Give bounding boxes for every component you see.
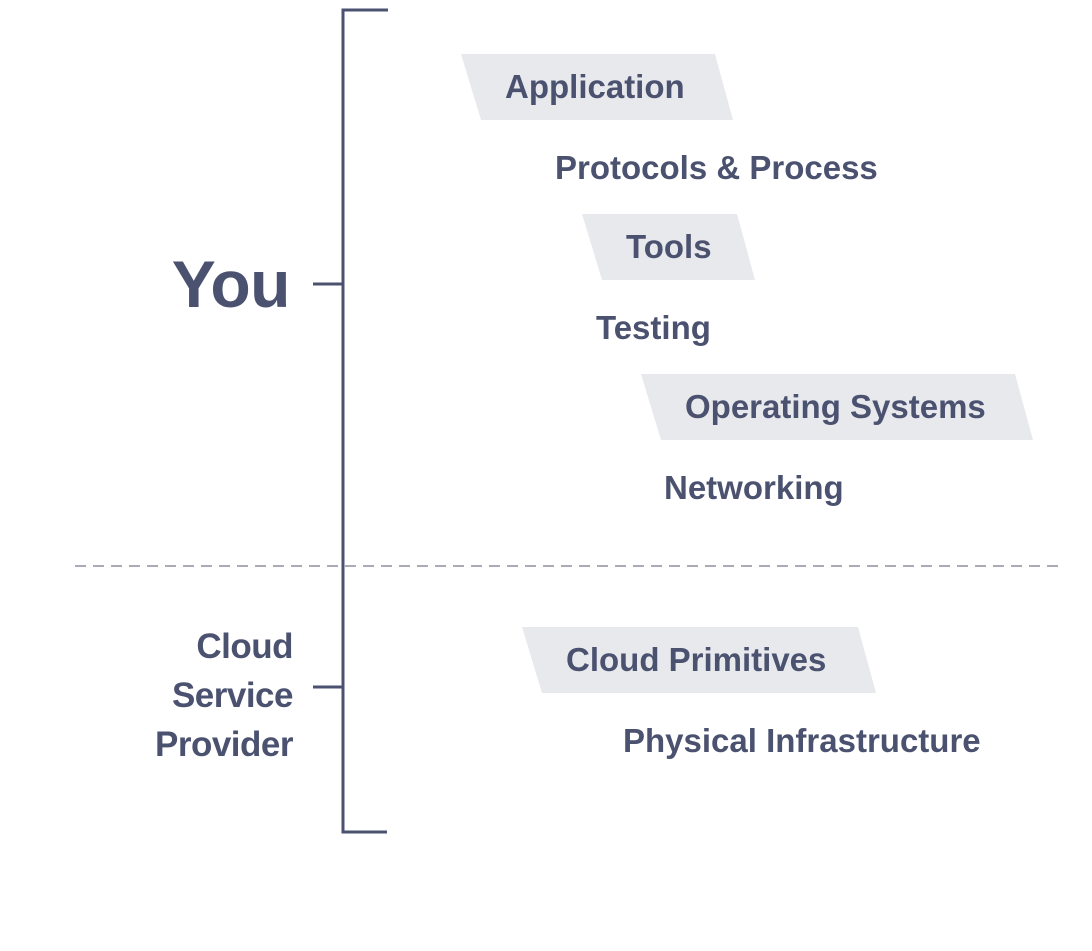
layer-highlight xyxy=(461,54,733,120)
layer-label: Protocols & Process xyxy=(555,149,878,186)
layer-application: Application xyxy=(461,54,733,120)
layer-label: Application xyxy=(505,68,685,105)
layer-label: Cloud Primitives xyxy=(566,641,827,678)
layer-highlight xyxy=(522,627,876,693)
layer-label: Networking xyxy=(664,469,844,506)
layer-operating-systems: Operating Systems xyxy=(641,374,1033,440)
layer-highlight xyxy=(582,214,755,280)
csp-label-line-2: Service xyxy=(171,676,294,715)
layer-label: Tools xyxy=(626,228,712,265)
main-bracket xyxy=(341,8,388,834)
layer-highlight xyxy=(641,374,1033,440)
layer-label: Operating Systems xyxy=(685,388,986,425)
layer-tools: Tools xyxy=(582,214,755,280)
layer-label: Testing xyxy=(596,309,711,346)
layer-protocols-process: Protocols & Process xyxy=(555,135,885,201)
layer-physical-infrastructure: Physical Infrastructure xyxy=(623,708,1003,774)
layer-cloud-primitives: Cloud Primitives xyxy=(522,627,876,693)
layer-label: Physical Infrastructure xyxy=(623,722,981,759)
csp-label-line-3: Provider xyxy=(155,725,294,764)
cloud-service-provider-label: Cloud Service Provider xyxy=(120,622,294,769)
layer-testing: Testing xyxy=(596,295,736,361)
layer-networking: Networking xyxy=(664,455,864,521)
csp-label-line-1: Cloud xyxy=(196,627,293,666)
you-label: You xyxy=(171,247,291,321)
